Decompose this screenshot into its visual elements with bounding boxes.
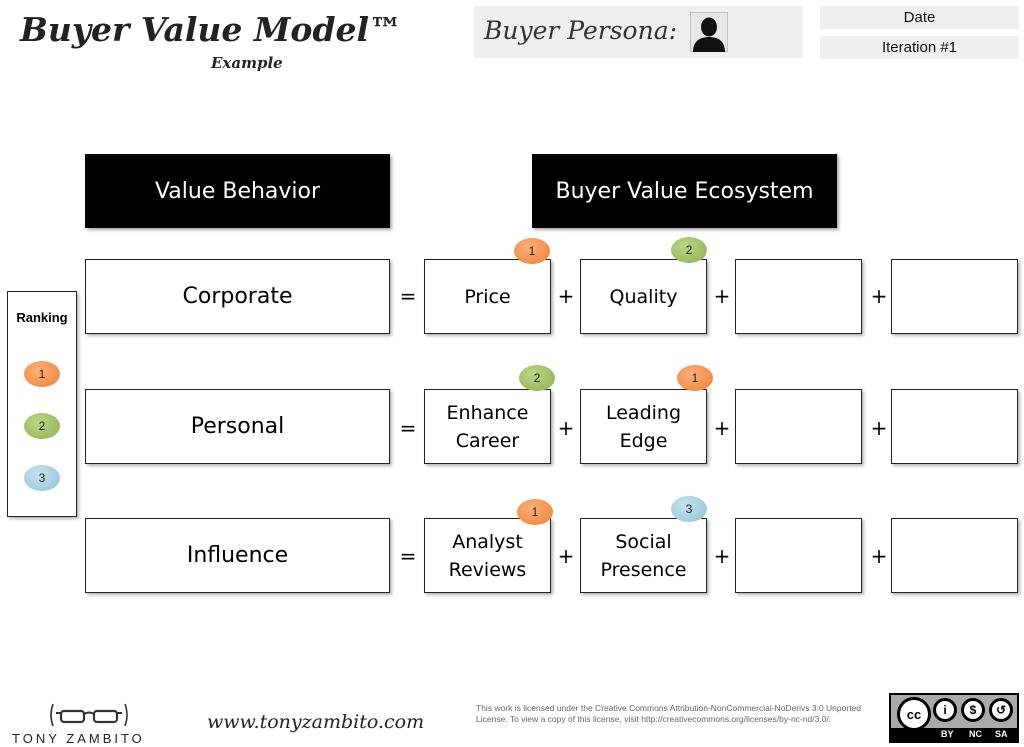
- plus-operator: +: [713, 544, 731, 568]
- glasses-logo-icon: [50, 703, 128, 727]
- cc-label-nc: NC: [969, 729, 982, 739]
- rank-badge: 3: [671, 496, 707, 522]
- rank-badge: 1: [514, 238, 550, 264]
- factor-empty: [891, 518, 1018, 593]
- ranking-badge-1: 1: [24, 361, 60, 387]
- factor-enhance-career: Enhance Career: [424, 389, 551, 464]
- plus-operator: +: [713, 416, 731, 440]
- page-title: Buyer Value Model™: [20, 10, 403, 49]
- factor-analyst-reviews: Analyst Reviews: [424, 518, 551, 593]
- iteration-field: Iteration #1: [820, 36, 1019, 59]
- plus-operator: +: [870, 544, 888, 568]
- plus-operator: +: [870, 284, 888, 308]
- equals-operator: =: [399, 416, 417, 440]
- buyer-value-ecosystem-header: Buyer Value Ecosystem: [532, 154, 837, 228]
- rank-badge: 1: [517, 499, 553, 525]
- plus-operator: +: [713, 284, 731, 308]
- date-field: Date: [820, 6, 1019, 29]
- rank-badge: 2: [519, 365, 555, 391]
- factor-quality: Quality: [580, 259, 707, 334]
- factor-empty: [735, 259, 862, 334]
- ranking-badge-2: 2: [24, 413, 60, 439]
- value-behavior-header: Value Behavior: [85, 154, 390, 228]
- cc-label-strip: [891, 728, 1017, 741]
- plus-operator: +: [557, 284, 575, 308]
- cc-label-by: BY: [941, 729, 954, 739]
- person-silhouette-icon: [690, 12, 728, 52]
- plus-operator: +: [870, 416, 888, 440]
- ranking-badge-3: 3: [24, 465, 60, 491]
- factor-empty: [735, 389, 862, 464]
- factor-empty: [891, 389, 1018, 464]
- cc-icon: cc: [897, 697, 931, 731]
- equals-operator: =: [399, 284, 417, 308]
- equals-operator: =: [399, 544, 417, 568]
- factor-leading-edge: Leading Edge: [580, 389, 707, 464]
- factor-empty: [891, 259, 1018, 334]
- page-subtitle: Example: [211, 54, 283, 72]
- logo-name: TONY ZAMBITO: [12, 731, 145, 746]
- license-text: This work is licensed under the Creative…: [476, 703, 862, 724]
- behavior-corporate: Corporate: [85, 259, 390, 334]
- plus-operator: +: [557, 544, 575, 568]
- sharealike-icon: ↺: [989, 698, 1013, 722]
- ranking-title: Ranking: [16, 310, 68, 325]
- creative-commons-badge[interactable]: cc i $ ↺ BY NC SA: [889, 693, 1019, 743]
- attribution-icon: i: [933, 698, 957, 722]
- buyer-persona-label: Buyer Persona:: [484, 16, 678, 45]
- cc-label-sa: SA: [995, 729, 1008, 739]
- factor-social-presence: Social Presence: [580, 518, 707, 593]
- website-link[interactable]: www.tonyzambito.com: [207, 711, 425, 733]
- rank-badge: 2: [671, 237, 707, 263]
- plus-operator: +: [557, 416, 575, 440]
- behavior-personal: Personal: [85, 389, 390, 464]
- rank-badge: 1: [677, 365, 713, 391]
- factor-empty: [735, 518, 862, 593]
- buyer-persona-panel: Buyer Persona:: [474, 6, 803, 58]
- behavior-influence: Influence: [85, 518, 390, 593]
- noncommercial-icon: $: [961, 698, 985, 722]
- factor-price: Price: [424, 259, 551, 334]
